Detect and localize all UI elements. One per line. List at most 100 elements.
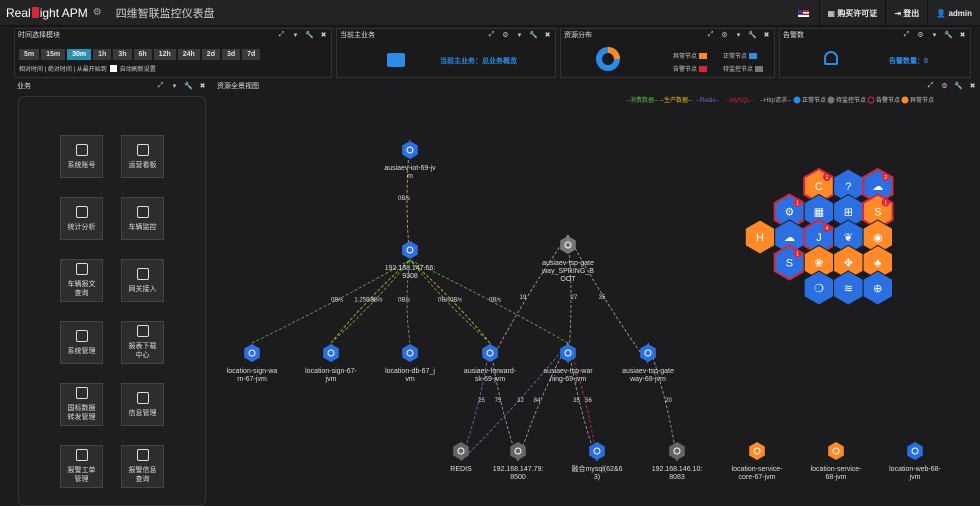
tile-label: 信息管理 [128,409,157,417]
alarm-panel: 告警数 ⤢ ⚙ ▾ 🔧 ✖ 告警数量：0 [779,28,971,78]
business-tile[interactable]: 国标数据转发管理 [60,383,103,426]
business-tile[interactable]: 统计分析 [60,197,103,240]
panel-controls: ⤢ ⚙ ▾ 🔧 ✖ [902,31,967,39]
wrench-icon[interactable]: 🔧 [305,32,314,39]
timeframe-button-6h[interactable]: 6h [133,49,152,60]
business-frame [18,96,206,506]
auto-refresh-label: 自动刷新设置 [119,67,156,73]
resource-legend: 异常节点正常节点告警节点待监控节点 [673,51,773,73]
brand-logo[interactable]: Real ight APM [6,6,88,20]
business-tile[interactable]: 车辆报文查询 [60,259,103,302]
wrench-icon[interactable]: 🔧 [184,83,193,90]
page-title: 四维智联监控仪表盘 [115,7,215,20]
resource-legend-item: 异常节点 [673,51,723,60]
timeframe-button-15m[interactable]: 15m [41,49,66,60]
tile-icon [75,387,88,399]
chevron-down-icon[interactable]: ▾ [517,32,522,39]
wrench-icon[interactable]: 🔧 [748,32,757,39]
brand-left: Real [6,5,31,20]
resource-legend-item: 正常节点 [723,51,773,60]
tile-icon [136,391,149,404]
expand-icon[interactable]: ⤢ [157,82,164,89]
panel-controls: ⤢ ⚙ 🔧 ✖ [926,82,977,90]
current-business-text: 当前主业务：总业务概览 [440,58,517,65]
timeframe-button-2d[interactable]: 2d [201,49,220,60]
chevron-down-icon[interactable]: ▾ [172,83,177,90]
expand-icon[interactable]: ⤢ [278,31,285,38]
wrench-icon[interactable]: 🔧 [954,83,963,90]
timeframe-button-24h[interactable]: 24h [177,49,200,60]
business-tile[interactable]: 网关接入 [121,259,164,302]
brand-right: ight APM [39,5,88,20]
expand-icon[interactable]: ⤢ [927,82,934,89]
tile-label: 系统管理 [67,347,96,355]
business-tile[interactable]: 系统账号 [60,135,103,178]
timeframe-button-12h[interactable]: 12h [153,49,176,60]
business-tile[interactable]: 报表下载中心 [121,321,164,364]
close-icon[interactable]: ✖ [763,32,770,39]
topology-panel: 资源全景视图 ⤢ ⚙ 🔧 ✖ [214,80,980,497]
tile-icon [75,449,88,461]
business-tile[interactable]: 车辆监控 [121,197,164,240]
alarm-title: 告警数 [783,32,804,39]
business-tile[interactable]: 运营看板 [121,135,164,178]
user-menu[interactable]: 👤 admin [927,0,980,26]
close-icon[interactable]: ✖ [320,32,327,39]
timeframe-button-3h[interactable]: 3h [113,49,132,60]
settings-icon[interactable]: ⚙ [917,32,924,39]
license-label: 购买许可证 [837,8,878,18]
resource-legend-label: 正常节点 [723,54,748,60]
tile-icon [136,267,149,280]
current-business-title: 当前主业务 [340,32,375,39]
wrench-icon[interactable]: 🔧 [944,32,953,39]
resource-legend-label: 告警节点 [673,67,698,73]
close-icon[interactable]: ✖ [969,83,976,90]
business-tile[interactable]: 报警信息查询 [121,445,164,488]
alarm-count: 告警数量：0 [889,58,928,65]
topology-title: 资源全景视图 [217,83,259,90]
auto-refresh-checkbox[interactable] [109,65,117,72]
timeframe-button-5m[interactable]: 5m [19,49,40,60]
timeframe-options: 相对时间 | 绝对时间 | 从最开始到 自动刷新设置 [15,64,331,73]
timeframe-button-1h[interactable]: 1h [93,49,112,60]
expand-icon[interactable]: ⤢ [707,31,714,38]
settings-icon[interactable]: ⚙ [502,32,509,39]
resource-legend-swatch [749,52,758,59]
license-button[interactable]: ▦ 购买许可证 [818,0,886,26]
chevron-down-icon[interactable]: ▾ [293,32,298,39]
settings-icon[interactable]: ⚙ [941,83,948,90]
business-tile[interactable]: 系统管理 [60,321,103,364]
timeframe-button-30m[interactable]: 30m [67,49,92,60]
tile-label: 报警工单管理 [67,467,96,483]
resource-legend-item: 告警节点 [673,64,723,73]
resource-distribution-panel: 资源分布 ⤢⚙▾🔧✖ 异常节点正常节点告警节点待监控节点 [560,28,775,78]
user-name: admin [948,8,972,18]
logout-button[interactable]: ⇥ 登出 [885,0,927,26]
chevron-down-icon[interactable]: ▾ [932,32,937,39]
business-panel: 业务 ⤢▾🔧✖ 系统账号运营看板统计分析车辆监控车辆报文查询网关接入系统管理报表… [14,80,210,506]
business-tile[interactable]: 信息管理 [121,383,164,426]
expand-icon[interactable]: ⤢ [903,31,910,38]
expand-icon[interactable]: ⤢ [488,31,495,38]
settings-icon[interactable]: ⚙ [721,32,728,39]
business-tile[interactable]: 报警工单管理 [60,445,103,488]
tile-icon [75,143,88,156]
wrench-icon[interactable]: 🔧 [529,32,538,39]
tile-icon [75,263,88,275]
close-icon[interactable]: ✖ [959,32,966,39]
logout-label: 登出 [903,8,920,18]
chevron-down-icon[interactable]: ▾ [736,32,741,39]
close-icon[interactable]: ✖ [544,32,551,39]
top-bar: Real ight APM ⚙ 四维智联监控仪表盘 ▦ 购买许可证 ⇥ 登出 👤 … [0,0,980,26]
brand-i-mark [31,7,39,18]
resource-title: 资源分布 [564,32,592,39]
close-icon[interactable]: ✖ [199,83,206,90]
tile-label: 统计分析 [67,223,96,231]
gear-icon[interactable]: ⚙ [92,7,102,18]
us-flag-icon[interactable] [797,9,809,17]
timeframe-button-7d[interactable]: 7d [242,49,261,60]
timeframe-button-3d[interactable]: 3d [221,49,241,60]
time-mode-links[interactable]: 相对时间 | 绝对时间 | 从最开始到 [19,67,107,73]
